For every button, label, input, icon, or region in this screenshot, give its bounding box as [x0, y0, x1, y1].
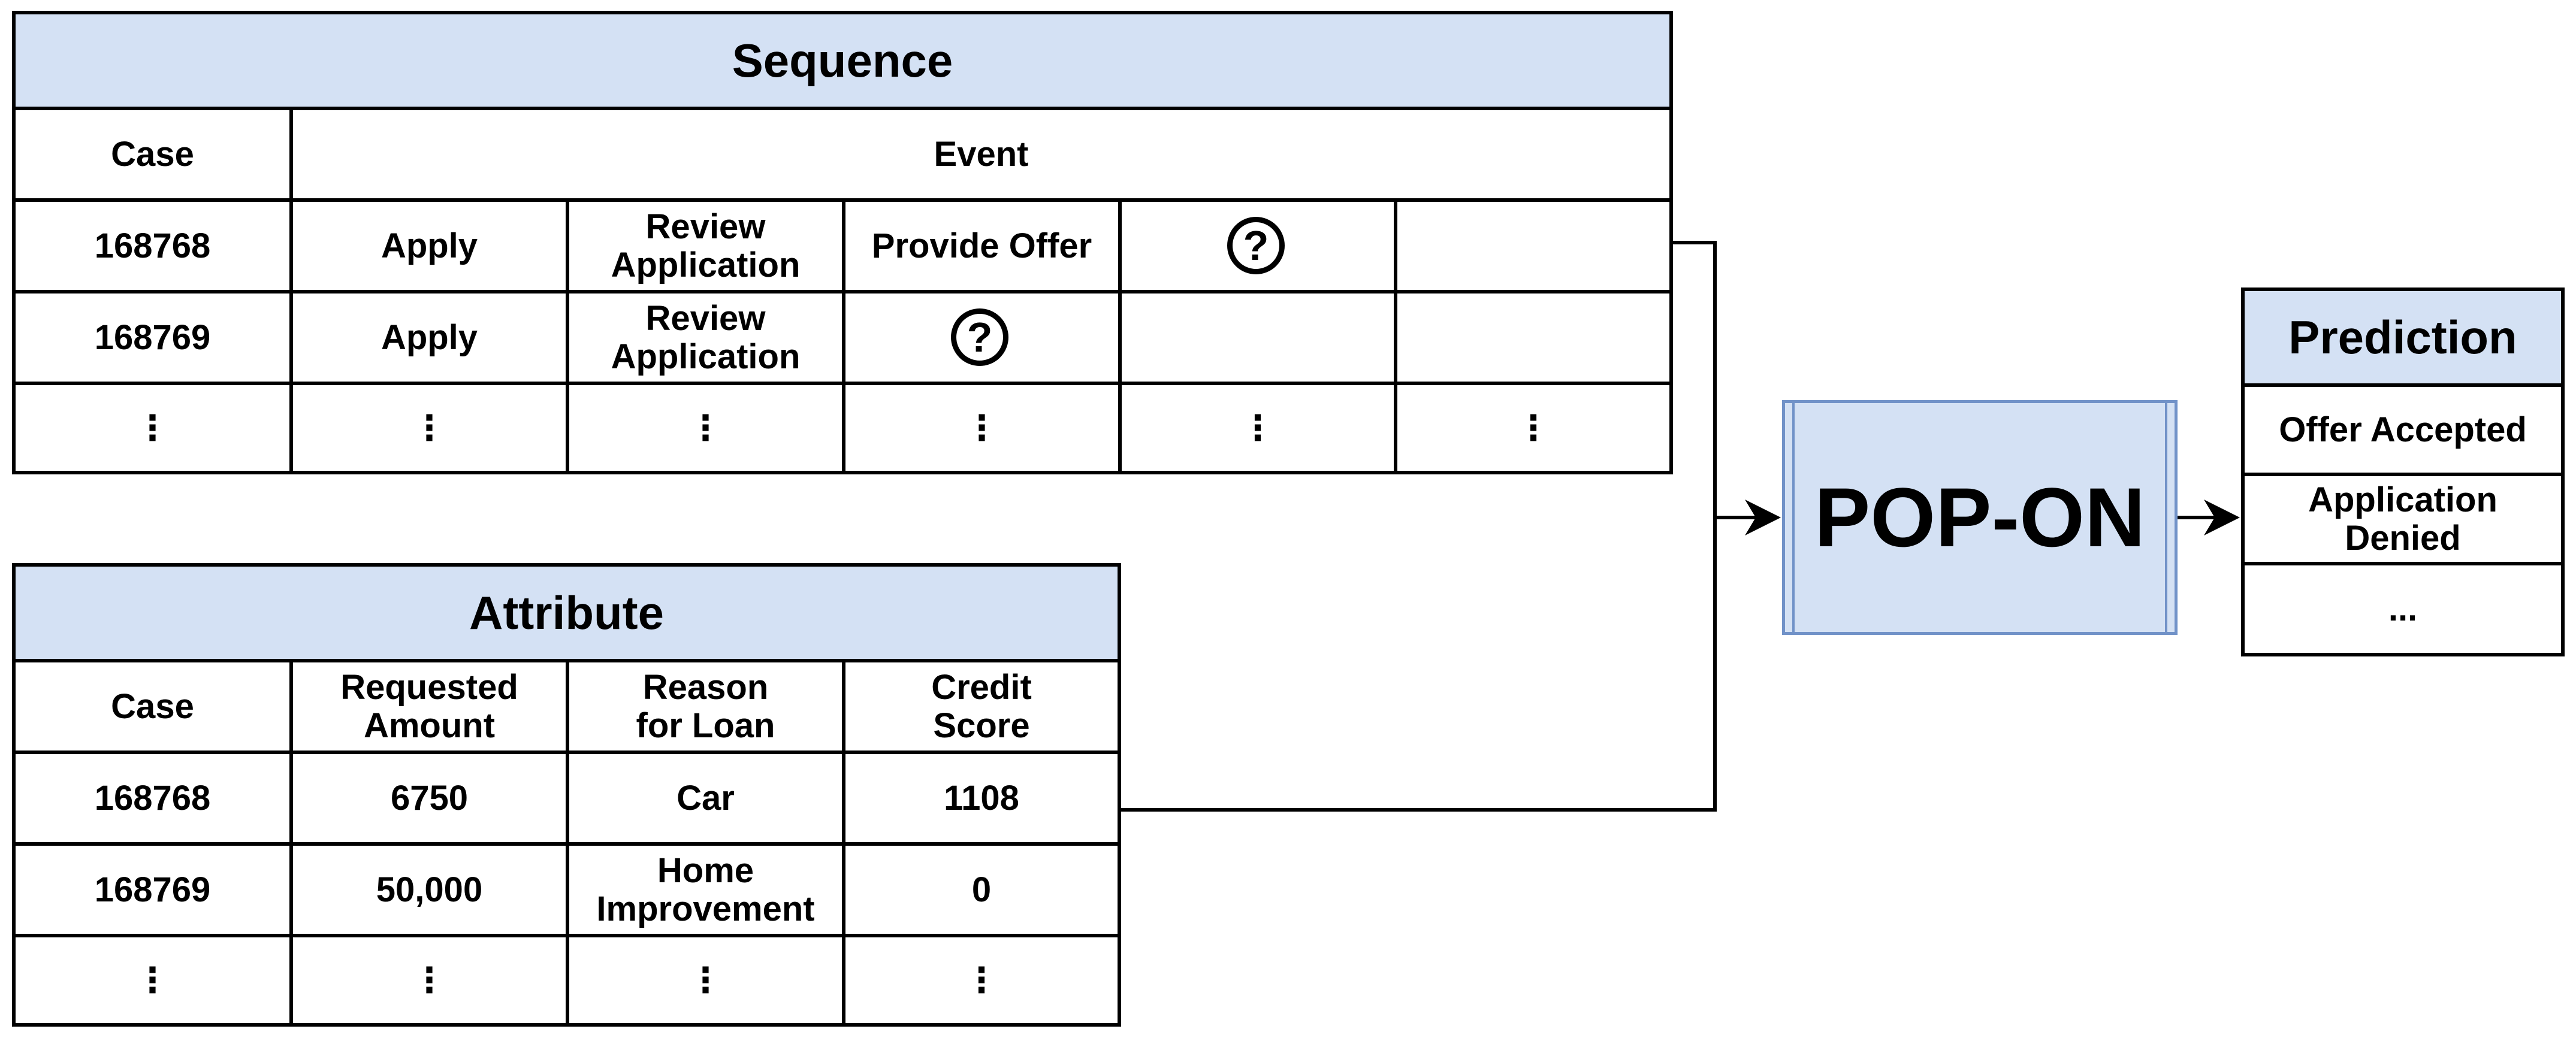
sequence-col-event: Event [934, 134, 1029, 174]
question-mark-icon: ? [951, 308, 1008, 366]
table-cell: Car [677, 778, 735, 818]
popon-label: POP-ON [1814, 470, 2146, 564]
attribute-col-header: Case [111, 686, 194, 726]
table-cell: ⋮ [964, 408, 999, 447]
prediction-title: Prediction [2245, 291, 2561, 387]
table-cell: 50,000 [376, 870, 483, 909]
table-cell: ⋮ [135, 408, 170, 447]
table-cell: 1108 [944, 778, 1019, 818]
attribute-table: Attribute Case Requested Amount Reason f… [12, 563, 1121, 1027]
sequence-table: Sequence Case Event 168768 Apply Review … [12, 11, 1673, 474]
table-cell: Apply [380, 317, 478, 357]
table-cell: ⋮ [964, 960, 999, 1000]
table-cell: ⋮ [412, 408, 447, 447]
table-cell: ⋮ [1516, 408, 1551, 447]
prediction-item: ... [2388, 589, 2418, 629]
attribute-col-header: Credit Score [931, 667, 1032, 745]
table-cell: Review Application [611, 298, 801, 376]
question-mark-icon: ? [1227, 217, 1285, 274]
table-cell: 0 [971, 870, 992, 909]
attribute-col-header: Requested Amount [340, 667, 518, 745]
prediction-item: Offer Accepted [2279, 410, 2527, 449]
sequence-connector [1121, 241, 1717, 812]
table-cell: 168769 [94, 317, 211, 357]
attribute-title: Attribute [16, 567, 1118, 662]
table-cell: ⋮ [412, 960, 447, 1000]
table-cell: ⋮ [688, 408, 723, 447]
table-cell: Provide Offer [871, 226, 1092, 265]
table-cell: Home Improvement [596, 851, 815, 928]
table-cell: ⋮ [135, 960, 170, 1000]
popon-model-box: POP-ON [1782, 400, 2178, 635]
prediction-item: Application Denied [2308, 480, 2498, 558]
prediction-table: Prediction Offer Accepted Application De… [2241, 288, 2565, 656]
table-cell: ⋮ [688, 960, 723, 1000]
table-cell: Apply [380, 226, 478, 265]
table-cell: Review Application [611, 207, 801, 285]
table-cell: 168769 [94, 870, 211, 909]
table-cell: 168768 [94, 226, 211, 265]
table-cell: ⋮ [1240, 408, 1275, 447]
sequence-title: Sequence [16, 14, 1669, 110]
attribute-col-header: Reason for Loan [636, 667, 775, 745]
table-cell: 168768 [94, 778, 211, 818]
table-cell: 6750 [390, 778, 469, 818]
sequence-col-case: Case [111, 134, 194, 174]
